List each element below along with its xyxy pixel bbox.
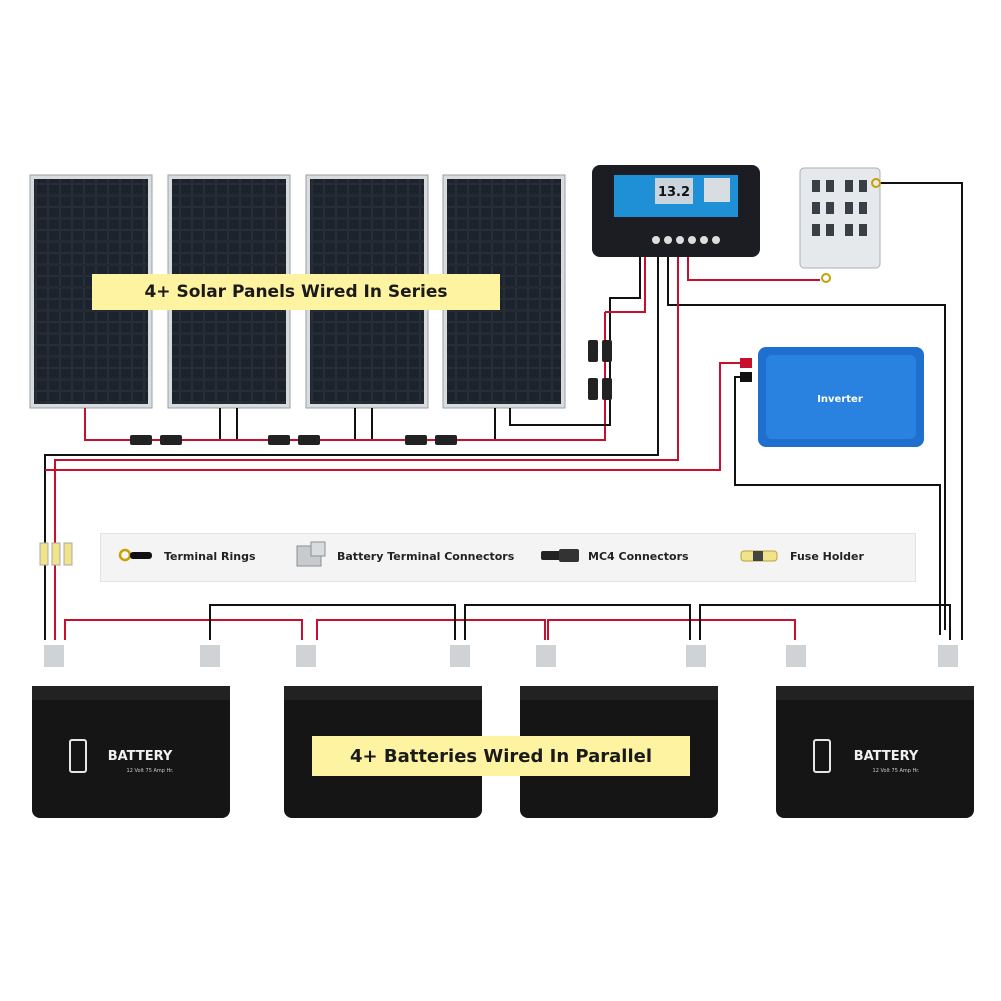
mc4-connector-icon — [541, 549, 579, 562]
battery-terminal-connector-icon — [296, 541, 326, 567]
mc4-connectors-row — [130, 340, 612, 445]
panels-label: 4+ Solar Panels Wired In Series — [92, 274, 500, 310]
legend-battery-terminal-connectors: Battery Terminal Connectors — [337, 550, 515, 563]
controller-display: 13.2 — [658, 185, 690, 200]
battery-4-spec: 12 Volt 75 Amp Hr. — [873, 768, 920, 774]
terminal-ring-icon — [118, 548, 152, 562]
battery-1-spec: 12 Volt 75 Amp Hr. — [127, 768, 174, 774]
legend-mc4-connectors: MC4 Connectors — [588, 550, 689, 563]
battery-1-brand: BATTERY — [108, 749, 173, 764]
fuse-block — [799, 167, 881, 283]
inverter-wiring — [45, 362, 941, 635]
legend-terminal-rings: Terminal Rings — [164, 550, 256, 563]
component-legend: Terminal Rings Battery Terminal Connecto… — [100, 533, 916, 582]
legend-icons — [118, 541, 778, 567]
inverter-label: Inverter — [817, 394, 863, 405]
battery-1: BATTERY 12 Volt 75 Amp Hr. — [32, 645, 230, 818]
inverter: Inverter — [740, 347, 924, 447]
battery-4-brand: BATTERY — [854, 749, 919, 764]
battery-parallel-wiring — [64, 604, 951, 640]
legend-fuse-holder: Fuse Holder — [790, 550, 864, 563]
battery-4: BATTERY 12 Volt 75 Amp Hr. — [776, 645, 974, 818]
battery-3 — [520, 645, 718, 818]
charge-controller: 13.2 — [592, 165, 760, 257]
inline-fuses — [39, 542, 73, 566]
batteries-label: 4+ Batteries Wired In Parallel — [312, 736, 690, 776]
fuse-holder-icon — [740, 550, 778, 562]
battery-2 — [284, 645, 482, 818]
